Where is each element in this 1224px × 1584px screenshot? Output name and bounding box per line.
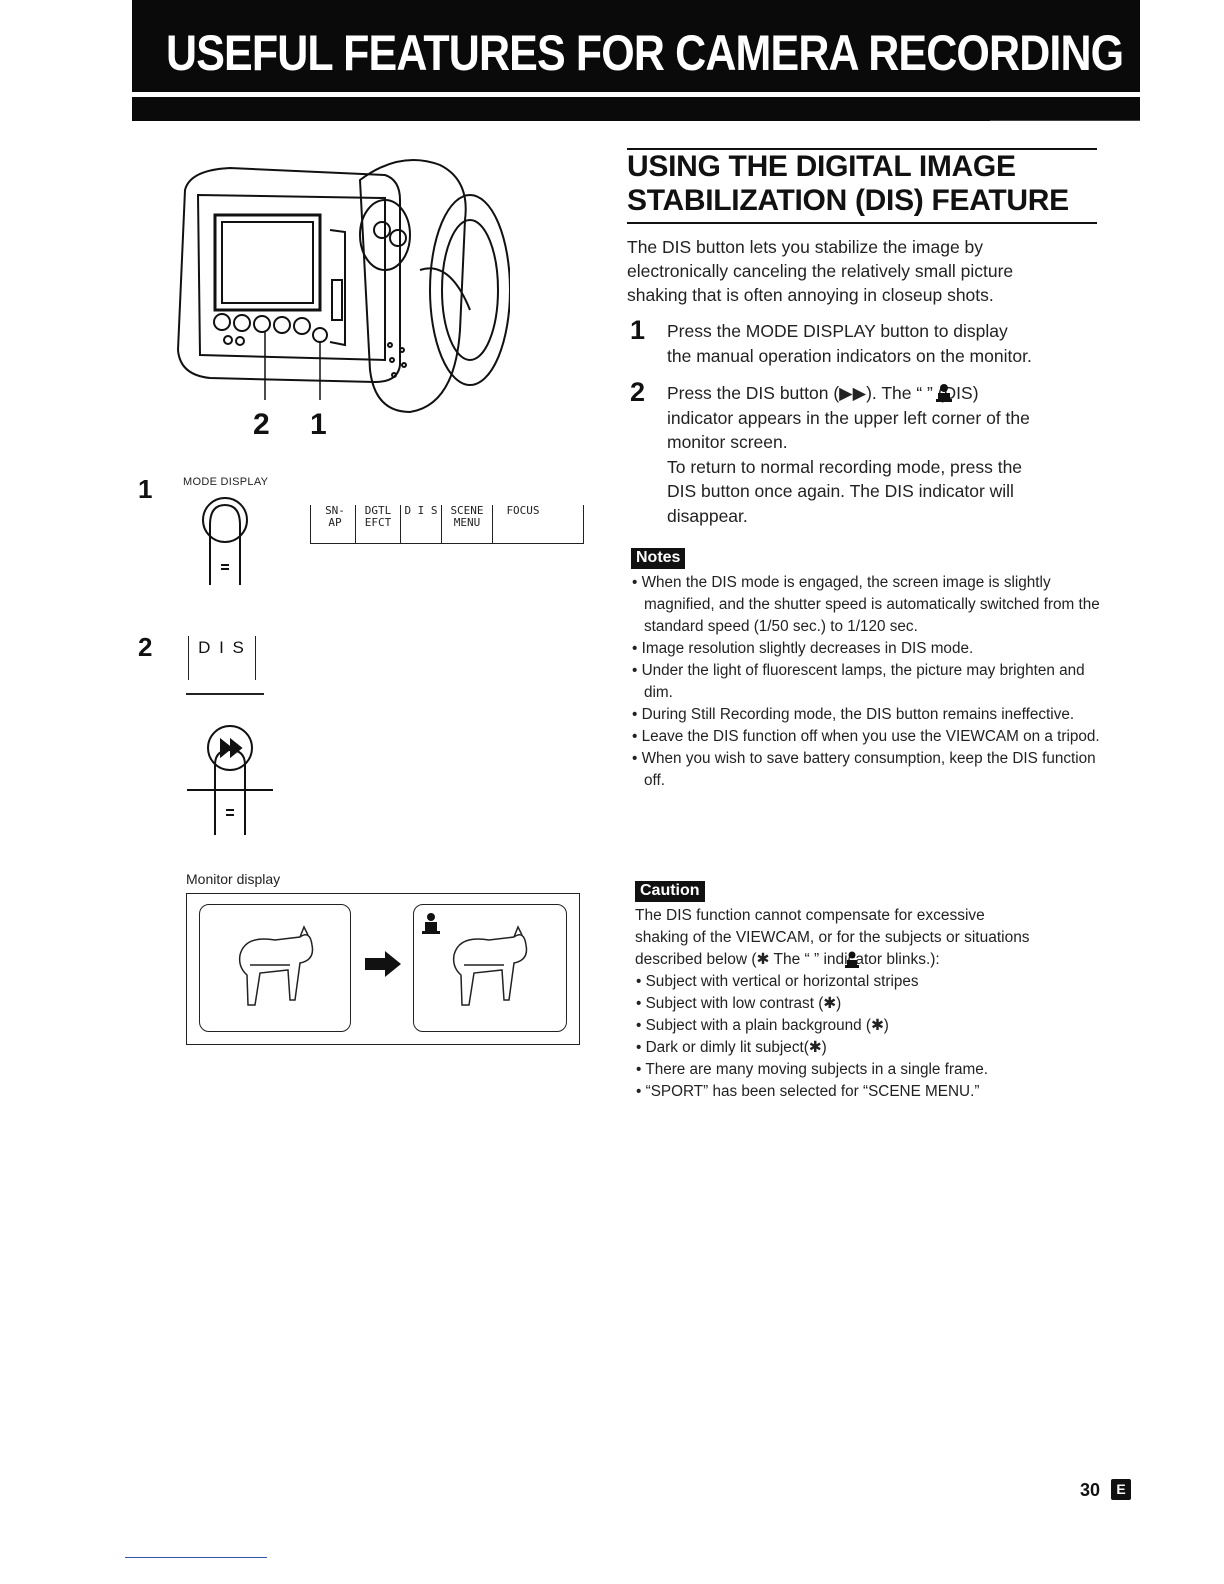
section-title-line-2: STABILIZATION (DIS) FEATURE bbox=[627, 184, 1069, 217]
notes-list: When the DIS mode is engaged, the screen… bbox=[632, 572, 1102, 792]
page-title: USEFUL FEATURES FOR CAMERA RECORDING bbox=[166, 25, 1124, 81]
dis-button-label: D I S bbox=[188, 636, 256, 680]
section-title-line-1: USING THE DIGITAL IMAGE bbox=[627, 150, 1016, 183]
menu-cell-focus: FOCUS bbox=[506, 504, 540, 517]
callout-2: 2 bbox=[253, 408, 270, 441]
dog-icon bbox=[238, 925, 314, 1006]
footer-rule bbox=[125, 1557, 267, 1558]
language-badge: E bbox=[1111, 1479, 1131, 1500]
dis-indicator-icon bbox=[936, 384, 952, 402]
list-item: There are many moving subjects in a sing… bbox=[636, 1059, 1106, 1081]
camera-illustration bbox=[176, 159, 510, 414]
header-bar bbox=[132, 0, 1140, 92]
list-item: Under the light of fluorescent lamps, th… bbox=[632, 660, 1102, 704]
list-item: When you wish to save battery consumptio… bbox=[632, 748, 1102, 792]
figure-step-1-number: 1 bbox=[138, 474, 153, 504]
list-item: Subject with a plain background (✱) bbox=[636, 1015, 1106, 1037]
step-2-number: 2 bbox=[630, 377, 646, 407]
divider bbox=[990, 120, 1140, 121]
figure-step-2-number: 2 bbox=[138, 632, 153, 662]
list-item: “SPORT” has been selected for “SCENE MEN… bbox=[636, 1081, 1106, 1103]
dog-icon bbox=[422, 913, 528, 1006]
list-item: Subject with vertical or horizontal stri… bbox=[636, 971, 1106, 993]
divider bbox=[186, 693, 264, 695]
dis-indicator-icon bbox=[422, 913, 440, 934]
step-2-text: Press the DIS button (▶▶). The “ ” (DIS)… bbox=[667, 383, 1030, 526]
step-1-number: 1 bbox=[630, 315, 646, 345]
mode-display-caption: MODE DISPLAY bbox=[183, 476, 269, 488]
list-item: When the DIS mode is engaged, the screen… bbox=[632, 572, 1102, 638]
callout-1: 1 bbox=[310, 408, 327, 441]
monitor-screen-before bbox=[199, 904, 351, 1032]
section-heading: USING THE DIGITAL IMAGE STABILIZATION (D… bbox=[627, 148, 1097, 224]
monitor-display-figure bbox=[186, 893, 580, 1045]
finger-press-icon bbox=[202, 497, 248, 585]
list-item: Subject with low contrast (✱) bbox=[636, 993, 1106, 1015]
page-number: 30 bbox=[1080, 1480, 1101, 1500]
caution-list: Subject with vertical or horizontal stri… bbox=[636, 971, 1106, 1103]
list-item: Image resolution slightly decreases in D… bbox=[632, 638, 1102, 660]
list-item: During Still Recording mode, the DIS but… bbox=[632, 704, 1102, 726]
list-item: Dark or dimly lit subject(✱) bbox=[636, 1037, 1106, 1059]
header-rule bbox=[132, 97, 1140, 121]
intro-paragraph: The DIS button lets you stabilize the im… bbox=[627, 237, 1014, 305]
caution-label: Caution bbox=[635, 881, 705, 902]
menu-cell-dis: D I S bbox=[401, 505, 442, 543]
arrow-right-icon bbox=[365, 951, 401, 977]
dis-indicator-icon bbox=[845, 951, 859, 968]
step-1-text: Press the MODE DISPLAY button to display… bbox=[667, 321, 1032, 366]
list-item: Leave the DIS function off when you use … bbox=[632, 726, 1102, 748]
monitor-screen-after bbox=[413, 904, 567, 1032]
monitor-caption: Monitor display bbox=[186, 871, 281, 887]
finger-press-ff-icon bbox=[187, 725, 273, 835]
notes-label: Notes bbox=[631, 548, 686, 569]
menu-cell-snap: SN-AP bbox=[315, 505, 356, 543]
caution-intro: The DIS function cannot compensate for e… bbox=[635, 907, 1030, 968]
